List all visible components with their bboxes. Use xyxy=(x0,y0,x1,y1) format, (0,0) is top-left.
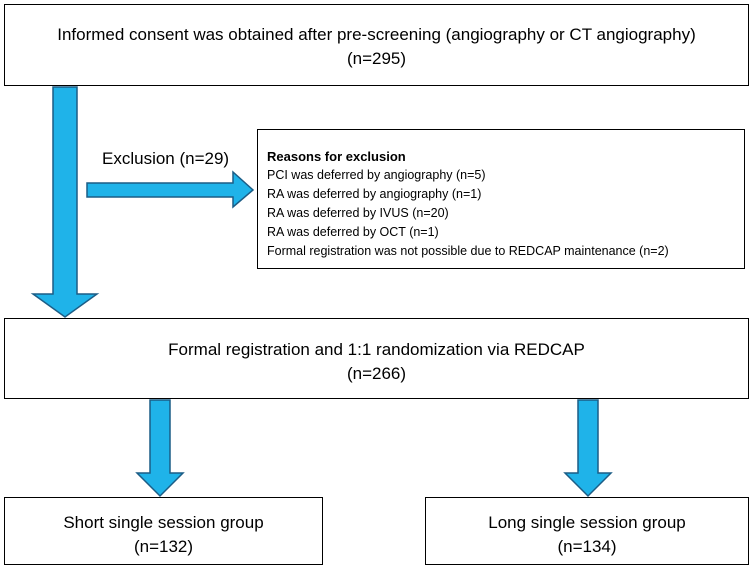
consent-count: (n=295) xyxy=(346,49,407,68)
exclusion-reasons-box: Reasons for exclusion PCI was deferred b… xyxy=(257,129,745,269)
exclusion-reasons-title: Reasons for exclusion xyxy=(267,149,406,164)
short-session-count: (n=132) xyxy=(133,537,194,556)
right-arrow-exclusion xyxy=(86,170,255,209)
consent-box: Informed consent was obtained after pre-… xyxy=(4,4,749,86)
down-arrow-short xyxy=(135,399,185,498)
long-session-box: Long single session group (n=134) xyxy=(425,497,749,565)
consent-text: Informed consent was obtained after pre-… xyxy=(57,25,696,44)
long-session-text: Long single session group xyxy=(488,513,686,532)
registration-count: (n=266) xyxy=(346,364,407,383)
exclusion-label: Exclusion (n=29) xyxy=(102,149,230,168)
exclusion-reason-item: Formal registration was not possible due… xyxy=(267,244,669,258)
down-arrow-long xyxy=(563,399,613,498)
short-session-box: Short single session group (n=132) xyxy=(4,497,323,565)
exclusion-reason-item: RA was deferred by OCT (n=1) xyxy=(267,225,439,239)
exclusion-reason-item: RA was deferred by IVUS (n=20) xyxy=(267,206,449,220)
registration-text: Formal registration and 1:1 randomizatio… xyxy=(168,340,585,359)
exclusion-reason-item: RA was deferred by angiography (n=1) xyxy=(267,187,482,201)
down-arrow-main xyxy=(30,86,100,318)
short-session-text: Short single session group xyxy=(63,513,264,532)
registration-box: Formal registration and 1:1 randomizatio… xyxy=(4,318,749,399)
exclusion-reason-item: PCI was deferred by angiography (n=5) xyxy=(267,168,486,182)
long-session-count: (n=134) xyxy=(557,537,617,556)
